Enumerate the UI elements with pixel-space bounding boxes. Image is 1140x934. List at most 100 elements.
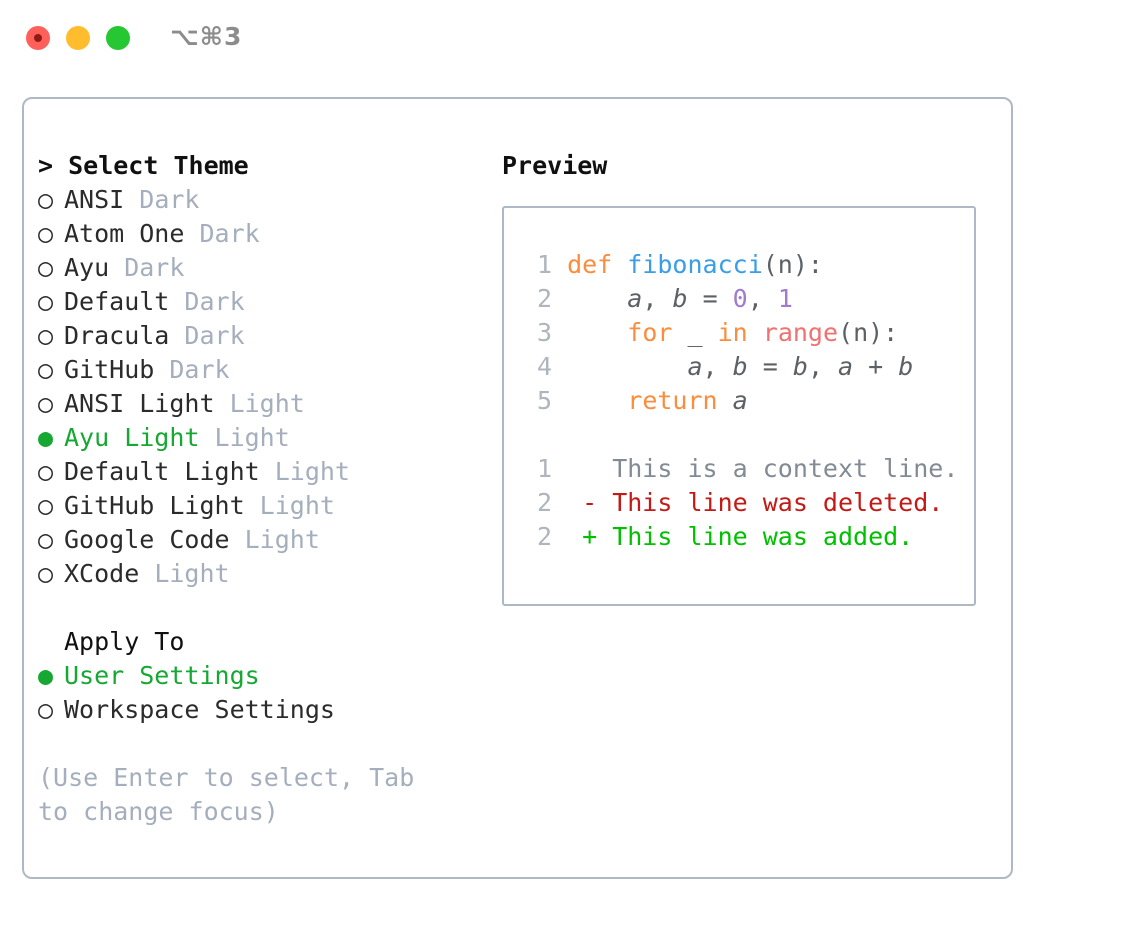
line-number: 1 bbox=[536, 250, 552, 279]
code-token: a bbox=[838, 352, 854, 381]
select-theme-header: > Select Theme bbox=[38, 151, 249, 180]
radio-unselected-icon: ○ bbox=[38, 219, 54, 248]
code-token: a bbox=[627, 284, 643, 313]
line-number: 5 bbox=[536, 386, 552, 415]
theme-option-label: GitHub Light bbox=[64, 491, 245, 520]
theme-option-variant: Light bbox=[199, 423, 290, 452]
radio-unselected-icon: ○ bbox=[38, 525, 54, 554]
code-token: (n): bbox=[838, 318, 899, 347]
theme-option-label: Default Light bbox=[64, 457, 260, 486]
radio-unselected-icon: ○ bbox=[38, 185, 54, 214]
diff-line: 1 This is a context line. bbox=[518, 452, 958, 486]
diff-line: 2 - This line was deleted. bbox=[518, 486, 958, 520]
radio-unselected-icon: ○ bbox=[38, 491, 54, 520]
keyboard-shortcut-label: ⌥⌘3 bbox=[170, 22, 243, 51]
radio-selected-icon: ● bbox=[38, 661, 54, 690]
code-line: 5 return a bbox=[518, 384, 958, 418]
preview-column: Preview 1 def fibonacci(n):2 a, b = 0, 1… bbox=[502, 149, 992, 606]
theme-option[interactable]: ○Ayu Dark bbox=[38, 251, 468, 285]
spacer bbox=[38, 591, 468, 625]
theme-option-variant: Dark bbox=[154, 355, 230, 384]
line-number: 1 bbox=[536, 454, 552, 483]
radio-unselected-icon: ○ bbox=[38, 457, 54, 486]
code-token: = bbox=[687, 284, 733, 313]
theme-list-column: > Select Theme ○ANSI Dark○Atom One Dark○… bbox=[38, 149, 468, 829]
line-number: 3 bbox=[536, 318, 552, 347]
apply-to-option-label: Workspace Settings bbox=[64, 695, 335, 724]
theme-list: ○ANSI Dark○Atom One Dark○Ayu Dark○Defaul… bbox=[38, 183, 468, 591]
code-token: def bbox=[567, 250, 628, 279]
theme-option-label: GitHub bbox=[64, 355, 155, 384]
line-number: 2 bbox=[536, 284, 552, 313]
title-bar: ⌥⌘3 bbox=[0, 0, 1140, 76]
zoom-button-icon[interactable] bbox=[106, 26, 130, 50]
theme-option[interactable]: ○ Default Light Light bbox=[38, 455, 468, 489]
theme-option[interactable]: ○ANSI Light Light bbox=[38, 387, 468, 421]
code-line: 1 def fibonacci(n): bbox=[518, 248, 958, 282]
theme-option-variant: Dark bbox=[169, 287, 245, 316]
code-token: b bbox=[898, 352, 914, 381]
code-token: range bbox=[762, 318, 839, 347]
radio-unselected-icon: ○ bbox=[38, 321, 54, 350]
diff-line-text: + This line was added. bbox=[552, 522, 914, 551]
theme-option-label: Atom One bbox=[64, 219, 185, 248]
code-token: in bbox=[717, 318, 748, 347]
theme-option[interactable]: ○ANSI Dark bbox=[38, 183, 468, 217]
code-token bbox=[567, 318, 627, 347]
diff-line: 2 + This line was added. bbox=[518, 520, 958, 554]
theme-option[interactable]: ○GitHub Light Light bbox=[38, 489, 468, 523]
panel-columns: > Select Theme ○ANSI Dark○Atom One Dark○… bbox=[24, 99, 1011, 877]
theme-option-variant: Light bbox=[139, 559, 230, 588]
code-token: (n): bbox=[762, 250, 823, 279]
code-token bbox=[567, 386, 627, 415]
theme-option[interactable]: ○Default Dark bbox=[38, 285, 468, 319]
theme-option[interactable]: ○GitHub Dark bbox=[38, 353, 468, 387]
code-token: , bbox=[702, 352, 733, 381]
theme-picker-panel: > Select Theme ○ANSI Dark○Atom One Dark○… bbox=[22, 97, 1013, 879]
code-token: , bbox=[642, 284, 673, 313]
code-token bbox=[567, 352, 687, 381]
theme-option-variant: Light bbox=[229, 525, 320, 554]
code-token: b bbox=[792, 352, 808, 381]
apply-to-header: Apply To bbox=[64, 627, 185, 656]
minimize-button-icon[interactable] bbox=[66, 26, 90, 50]
code-token: , bbox=[807, 352, 839, 381]
theme-option[interactable]: ○Dracula Dark bbox=[38, 319, 468, 353]
code-token: _ bbox=[672, 318, 718, 347]
theme-option[interactable]: ●Ayu Light Light bbox=[38, 421, 468, 455]
code-token: = bbox=[747, 352, 793, 381]
apply-to-list: ●User Settings○Workspace Settings bbox=[38, 659, 468, 727]
code-token: a bbox=[732, 386, 748, 415]
theme-option-variant: Dark bbox=[109, 253, 185, 282]
code-token bbox=[567, 284, 627, 313]
theme-option[interactable]: ○Google Code Light bbox=[38, 523, 468, 557]
radio-unselected-icon: ○ bbox=[38, 287, 54, 316]
close-button-icon[interactable] bbox=[26, 26, 50, 50]
code-token bbox=[748, 318, 763, 347]
code-token: , bbox=[747, 284, 778, 313]
theme-option[interactable]: ○XCode Light bbox=[38, 557, 468, 591]
code-token bbox=[718, 386, 733, 415]
apply-to-option[interactable]: ●User Settings bbox=[38, 659, 468, 693]
line-number: 2 bbox=[536, 488, 552, 517]
code-token: + bbox=[853, 352, 899, 381]
code-token: 0 bbox=[732, 284, 748, 313]
code-token: fibonacci bbox=[627, 250, 763, 279]
theme-option[interactable]: ○Atom One Dark bbox=[38, 217, 468, 251]
diff-line-text: - This line was deleted. bbox=[552, 488, 944, 517]
code-token: return bbox=[627, 386, 718, 415]
code-blank-line bbox=[518, 418, 958, 452]
code-line: 3 for _ in range(n): bbox=[518, 316, 958, 350]
theme-option-label: ANSI Light bbox=[64, 389, 215, 418]
radio-selected-icon: ● bbox=[38, 423, 54, 452]
code-token: b bbox=[672, 284, 688, 313]
apply-to-option[interactable]: ○Workspace Settings bbox=[38, 693, 468, 727]
theme-option-variant: Light bbox=[214, 389, 305, 418]
theme-option-variant: Light bbox=[259, 457, 350, 486]
code-line: 2 a, b = 0, 1 bbox=[518, 282, 958, 316]
theme-option-label: Ayu bbox=[64, 253, 110, 282]
code-token: for bbox=[627, 318, 673, 347]
window-controls bbox=[26, 26, 130, 50]
